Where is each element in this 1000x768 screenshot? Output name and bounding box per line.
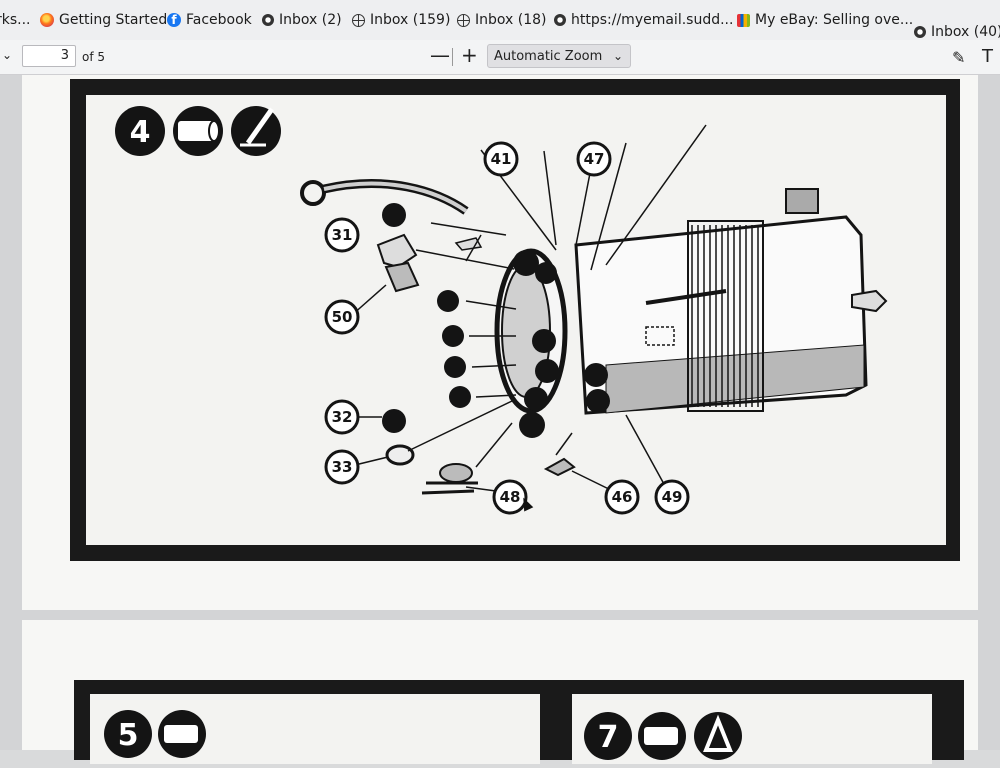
mail-icon xyxy=(262,14,274,26)
facebook-icon: f xyxy=(167,13,181,27)
step-number: 4 xyxy=(130,115,151,150)
part-label-31: 31 xyxy=(332,226,353,244)
zoom-out-button[interactable]: — xyxy=(430,43,450,67)
firefox-icon xyxy=(40,13,54,27)
step-number: 7 xyxy=(598,720,619,755)
step5-header: 5 xyxy=(104,710,206,758)
instruction-frame-next: 5 7 xyxy=(74,680,964,764)
bookmark-inbox-18[interactable]: Inbox (18) xyxy=(457,12,547,28)
document-viewer[interactable]: 4 xyxy=(0,75,1000,764)
zoom-divider xyxy=(452,48,453,66)
bookmark-item[interactable]: rks... xyxy=(0,12,31,28)
instruction-panel-step7: 7 xyxy=(572,694,932,764)
bookmark-inbox-40[interactable]: Inbox (40) xyxy=(914,24,1000,40)
draw-icon[interactable]: ✎ xyxy=(952,48,966,67)
zoom-in-button[interactable]: + xyxy=(461,43,478,67)
part-label-32: 32 xyxy=(332,408,353,426)
assembly-diagram: 4 xyxy=(115,106,888,515)
bookmark-inbox-159[interactable]: Inbox (159) xyxy=(352,12,450,28)
part-label-47: 47 xyxy=(584,150,605,168)
chevron-down-icon: ⌄ xyxy=(612,49,623,63)
page-number-input[interactable]: 3 xyxy=(22,45,76,67)
zoom-select[interactable]: Automatic Zoom ⌄ xyxy=(487,44,631,68)
pdf-page: 4 xyxy=(22,75,978,610)
ebay-icon xyxy=(737,13,750,27)
globe-icon xyxy=(352,13,365,27)
instruction-panel: 4 xyxy=(86,95,946,545)
chevron-down-icon[interactable]: ⌄ xyxy=(2,48,13,62)
bookmark-inbox-2[interactable]: Inbox (2) xyxy=(262,12,342,28)
part-label-41: 41 xyxy=(491,150,512,168)
instruction-frame: 4 xyxy=(70,79,960,561)
pdf-toolbar: ⌄ 3 of 5 — + Automatic Zoom ⌄ ✎ T xyxy=(0,40,1000,75)
part-label-50: 50 xyxy=(332,308,353,326)
mail-icon xyxy=(914,26,926,38)
part-label-48: 48 xyxy=(500,488,521,506)
bookmark-getting-started[interactable]: Getting Started xyxy=(40,12,167,28)
zoom-select-value: Automatic Zoom xyxy=(494,49,603,64)
text-icon[interactable]: T xyxy=(982,46,993,67)
page-count: of 5 xyxy=(82,50,106,64)
bookmark-ebay[interactable]: My eBay: Selling ove... xyxy=(737,12,913,28)
step7-header: 7 xyxy=(584,712,742,760)
bookmark-myemail[interactable]: https://myemail.sudd... xyxy=(554,12,733,28)
mail-icon xyxy=(554,14,566,26)
step-number: 5 xyxy=(118,718,139,753)
pdf-page-next: 5 7 xyxy=(22,620,978,764)
globe-icon xyxy=(457,13,470,27)
part-label-46: 46 xyxy=(612,488,633,506)
part-label-33: 33 xyxy=(332,458,353,476)
instruction-panel-step5: 5 xyxy=(90,694,540,764)
part-label-49: 49 xyxy=(662,488,683,506)
